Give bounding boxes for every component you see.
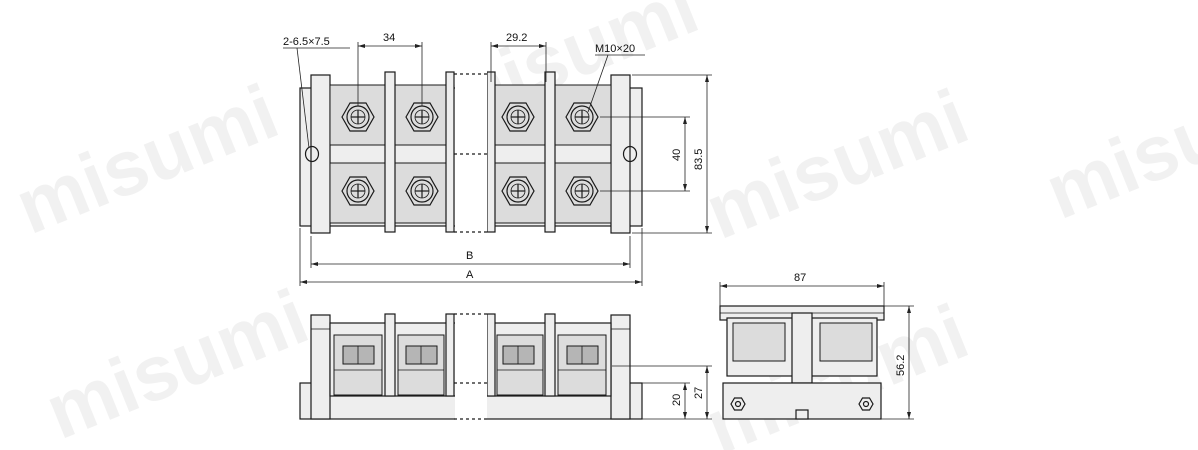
end-cap-right xyxy=(610,74,631,234)
cell-width-label: 29.2 xyxy=(506,32,527,44)
arrow-icon xyxy=(877,284,884,288)
arrow-icon xyxy=(683,117,687,124)
side-center-rib xyxy=(791,312,813,384)
arrow-icon xyxy=(311,262,318,266)
barrier xyxy=(384,71,396,233)
front-cell xyxy=(557,334,607,396)
nut-icon xyxy=(566,345,599,365)
arrow-icon xyxy=(539,44,546,48)
side-width-label: 87 xyxy=(794,272,806,284)
leader-line xyxy=(296,47,310,149)
watermark: misumi xyxy=(693,72,979,256)
arrow-icon xyxy=(907,412,911,419)
arrow-icon xyxy=(623,262,630,266)
arrow-icon xyxy=(683,184,687,191)
arrow-icon xyxy=(358,44,365,48)
barrier xyxy=(486,71,496,233)
barrier xyxy=(544,71,556,233)
side-notch xyxy=(795,409,809,420)
watermark: misumi xyxy=(1033,52,1198,236)
watermark: misumi xyxy=(33,272,319,450)
arrow-icon xyxy=(705,226,709,233)
base-height-label: 20 xyxy=(671,394,683,406)
arrow-icon xyxy=(705,412,709,419)
side-height-label: 56.2 xyxy=(895,355,907,376)
arrow-icon xyxy=(415,44,422,48)
front-barrier xyxy=(544,313,556,397)
front-end-cap-right xyxy=(610,314,631,420)
pitch-label: 34 xyxy=(383,32,395,44)
arrow-icon xyxy=(705,75,709,82)
front-barrier xyxy=(384,313,396,397)
screw-icon xyxy=(565,102,599,132)
dim-b-label: B xyxy=(466,250,473,262)
bolt-icon xyxy=(858,397,874,411)
front-end-cap-left xyxy=(310,314,331,420)
omission-gap xyxy=(455,70,487,235)
end-cap-left xyxy=(310,74,331,234)
nut-icon xyxy=(342,345,375,365)
front-screws xyxy=(334,345,606,371)
side-window-left xyxy=(732,322,786,362)
front-cell xyxy=(333,334,383,396)
nut-icon xyxy=(405,345,438,365)
body-height-label: 27 xyxy=(693,387,705,399)
nut-icon xyxy=(502,345,535,365)
screw-icon xyxy=(501,176,535,206)
leader-line xyxy=(587,54,609,113)
arrow-icon xyxy=(683,383,687,390)
screw-icon xyxy=(341,176,375,206)
omission-gap xyxy=(455,310,487,422)
arrow-icon xyxy=(705,366,709,373)
arrow-icon xyxy=(720,284,727,288)
arrow-icon xyxy=(907,306,911,313)
side-window-right xyxy=(819,322,873,362)
mounting-hole-left xyxy=(304,145,320,163)
watermark: misumi xyxy=(3,67,289,251)
screws xyxy=(341,102,599,206)
top-view: 2-6.5×7.5 34 29.2 M10×20 40 83 xyxy=(283,32,712,286)
front-barrier xyxy=(445,313,455,397)
arrow-icon xyxy=(683,412,687,419)
arrow-icon xyxy=(300,280,307,284)
front-cell xyxy=(397,334,445,396)
front-cell xyxy=(496,334,544,396)
arrow-icon xyxy=(491,44,498,48)
screw-icon xyxy=(405,176,439,206)
side-view: 87 56.2 xyxy=(719,272,914,420)
mounting-hole-right xyxy=(622,145,638,163)
screw-spec-label: M10×20 xyxy=(595,43,635,55)
screw-icon xyxy=(565,176,599,206)
dim-a-label: A xyxy=(466,269,474,281)
front-barrier xyxy=(486,313,496,397)
depth-label: 83.5 xyxy=(693,149,705,170)
terminal-spacing-label: 40 xyxy=(671,149,683,161)
arrow-icon xyxy=(635,280,642,284)
bolt-icon xyxy=(730,397,746,411)
screw-icon xyxy=(501,102,535,132)
barrier xyxy=(445,71,455,233)
front-view: 20 27 xyxy=(299,310,712,422)
hole-spec-label: 2-6.5×7.5 xyxy=(283,36,330,48)
